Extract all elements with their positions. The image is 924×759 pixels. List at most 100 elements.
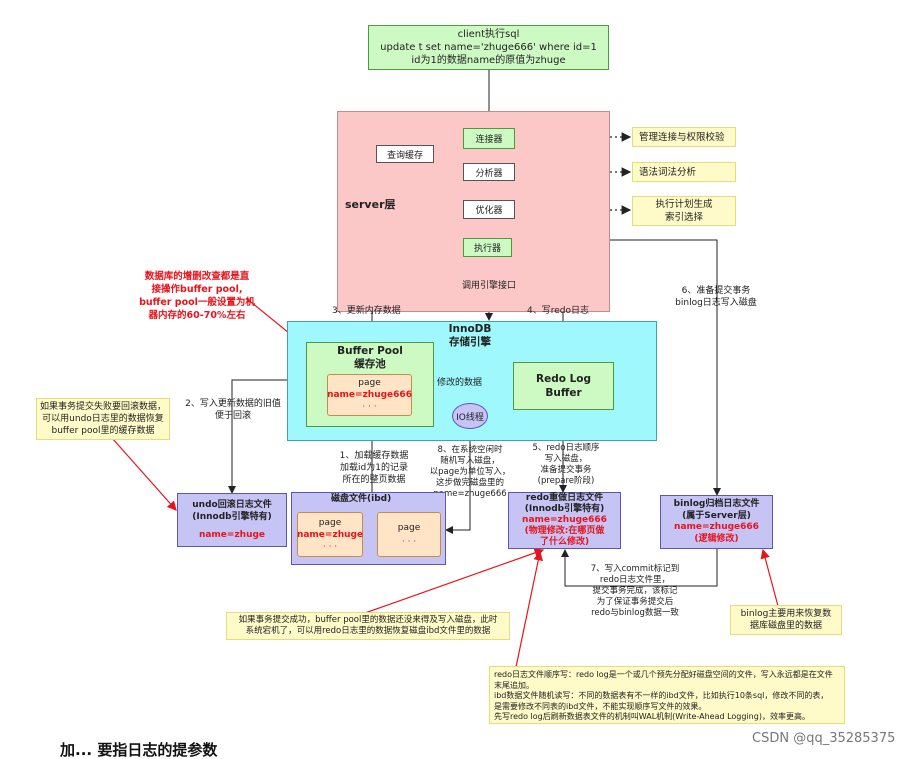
redo-order-line-3: ibd数据文件随机读写：不同的数据表有不一样的ibd文件，比如执行10条sql，… xyxy=(494,691,829,700)
step-7-line-4: 为了保证事务提交后 xyxy=(596,597,674,607)
redo-log-file: redo重做日志文件 (Innodb引擎特有) name=zhuge666 (物… xyxy=(508,492,621,549)
buffer-page-value: name=zhuge666 xyxy=(327,390,412,400)
disk-page-1-dots: · · · xyxy=(322,541,338,552)
redo-order-line-1: redo日志文件顺序写：redo log是一个或几个预先分配好磁盘空间的文件，写… xyxy=(494,670,833,679)
note-analyze: 语法词法分析 xyxy=(632,162,736,182)
step-7-label: 7、写入commit标记到 redo日志文件里， 提交事务完成，该标记 为了保证… xyxy=(580,564,690,619)
buffer-pool-annotation: 数据库的增删改查都是直 接操作buffer pool, buffer pool一… xyxy=(126,270,268,322)
step-5-line-3: 准备提交事务 xyxy=(540,465,592,475)
note-binlog-recover: binlog主要用来恢复数 据库磁盘里的数据 xyxy=(730,605,842,635)
step-6-label: 6、准备提交事务 binlog日志写入磁盘 xyxy=(660,285,772,309)
step-8-line-1: 8、在系统空闲时 xyxy=(437,445,503,455)
disk-page-2: page · · · xyxy=(377,512,441,557)
engine-api-label: 调用引擎接口 xyxy=(462,281,517,291)
undo-value: name=zhuge xyxy=(198,530,266,540)
note-optimize-line-2: 索引选择 xyxy=(664,212,703,223)
step-4-label: 4、写redo日志 xyxy=(527,306,589,316)
client-line-1: client执行sql xyxy=(457,29,520,40)
redo-note-line-2: 了什么修改) xyxy=(539,537,590,547)
binlog-value: name=zhuge666 xyxy=(674,522,759,532)
disk-page-2-dots: · · · xyxy=(401,536,417,547)
note-optimize: 执行计划生成 索引选择 xyxy=(632,196,736,226)
binlog-title-line-2: (属于Server层) xyxy=(682,510,751,521)
redo-buffer-line-1: Redo Log xyxy=(535,373,591,385)
step-2-label: 2、写入更新数据的旧值 便于回滚 xyxy=(172,398,294,422)
redo-value: name=zhuge666 xyxy=(522,515,607,525)
redo-note-line-1: (物理修改:在哪页做 xyxy=(524,526,605,536)
binlog-recover-line-2: 据库磁盘里的数据 xyxy=(749,621,822,631)
redo-recover-line-2: 系统宕机了，可以用redo日志里的数据恢复磁盘ibd文件里的数据 xyxy=(245,626,491,636)
step-7-line-5: redo与binlog数据一致 xyxy=(591,608,679,618)
server-layer-label: server层 xyxy=(345,198,396,211)
step-1-line-1: 1、加载缓存数据 xyxy=(339,451,409,461)
step-5-line-1: 5、redo日志顺序 xyxy=(532,443,600,453)
step-8-line-5: name=zhuge666 xyxy=(433,489,507,499)
step-5-line-4: (prepare阶段) xyxy=(537,476,595,486)
undo-note-line-1: 如果事务提交失败要回滚数据， xyxy=(40,402,167,412)
io-thread: IO线程 xyxy=(452,403,488,429)
modified-data-label: 修改的数据 xyxy=(436,377,484,389)
binlog-recover-line-1: binlog主要用来恢复数 xyxy=(740,609,832,619)
redo-log-buffer: Redo Log Buffer xyxy=(513,362,614,410)
disk-title: 磁盘文件(ibd) xyxy=(331,494,392,504)
step-8-line-2: 随机写入磁盘， xyxy=(440,456,500,466)
note-undo-recover: 如果事务提交失败要回滚数据， 可以用undo日志里的数据恢复 buffer po… xyxy=(36,398,170,440)
step-1-line-3: 所在的整页数据 xyxy=(342,475,406,485)
annotation-line-3: buffer pool一般设置为机 xyxy=(139,297,255,308)
step-8-line-3: 以page为单位写入， xyxy=(429,467,511,477)
binlog-title-line-1: binlog归档日志文件 xyxy=(673,499,760,509)
buffer-pool-title-line-2: 缓存池 xyxy=(354,358,386,370)
note-redo-recover: 如果事务提交成功，buffer pool里的数据还没来得及写入磁盘，此时 系统宕… xyxy=(226,612,510,640)
bottom-heading: 加... 要指日志的提参数 xyxy=(60,741,218,759)
query-cache-box: 查询缓存 xyxy=(376,145,434,163)
redo-title-line-2: (Innodb引擎特有) xyxy=(524,504,605,514)
innodb-title: InnoDB 存储引擎 xyxy=(420,323,520,349)
executor-box: 执行器 xyxy=(463,238,512,257)
step-6-line-1: 6、准备提交事务 xyxy=(681,286,751,296)
buffer-pool-title-line-1: Buffer Pool xyxy=(337,345,403,357)
annotation-line-4: 器内存的60-70%左右 xyxy=(148,310,246,321)
optimizer-box: 优化器 xyxy=(463,200,515,219)
step-7-line-2: redo日志文件里， xyxy=(599,575,671,585)
redo-order-line-4: 是需要修改不同表的ibd文件，不能实现顺序写文件的效果。 xyxy=(494,701,707,711)
redo-order-line-2: 末尾追加。 xyxy=(494,680,534,690)
redo-recover-line-1: 如果事务提交成功，buffer pool里的数据还没来得及写入磁盘，此时 xyxy=(238,615,498,625)
step-2-line-2: 便于回滚 xyxy=(214,411,251,421)
step-8-line-4: 这步做完磁盘里的 xyxy=(435,478,504,488)
watermark: CSDN @qq_35285375 xyxy=(752,731,896,746)
redo-title-line-1: redo重做日志文件 xyxy=(525,493,604,503)
disk-page-1: page name=zhuge · · · xyxy=(297,512,363,557)
step-1-label: 1、加载缓存数据 加载id为1的记录 所在的整页数据 xyxy=(330,450,418,486)
undo-log-file: undo回滚日志文件 (Innodb引擎特有) name=zhuge xyxy=(177,493,287,547)
step-1-line-2: 加载id为1的记录 xyxy=(340,463,408,473)
innodb-title-line-1: InnoDB xyxy=(448,323,492,335)
connector-box: 连接器 xyxy=(463,128,515,149)
annotation-line-2: 接操作buffer pool, xyxy=(151,284,243,295)
step-5-line-2: 写入磁盘， xyxy=(544,454,588,464)
step-8-label: 8、在系统空闲时 随机写入磁盘， 以page为单位写入， 这步做完磁盘里的 na… xyxy=(425,445,515,500)
innodb-title-line-2: 存储引擎 xyxy=(449,336,491,348)
undo-note-line-3: buffer pool里的缓存数据 xyxy=(51,426,155,436)
annotation-line-1: 数据库的增删改查都是直 xyxy=(144,271,250,282)
buffer-pool-title: Buffer Pool 缓存池 xyxy=(306,345,434,371)
buffer-pool-page: page name=zhuge666 · · · xyxy=(327,374,412,416)
step-2-line-1: 2、写入更新数据的旧值 xyxy=(185,399,281,409)
note-redo-order: redo日志文件顺序写：redo log是一个或几个预先分配好磁盘空间的文件，写… xyxy=(489,666,845,724)
disk-page-2-label: page xyxy=(397,522,421,533)
buffer-page-dots: · · · xyxy=(362,402,377,412)
analyzer-box: 分析器 xyxy=(463,163,515,181)
redo-order-line-5: 先写redo log后刷新数据表文件的机制叫WAL机制(Write-Ahead … xyxy=(494,712,810,721)
step-6-line-2: binlog日志写入磁盘 xyxy=(675,298,757,308)
step-7-line-1: 7、写入commit标记到 xyxy=(590,564,680,574)
client-sql-box: client执行sql update t set name='zhuge666'… xyxy=(368,25,609,70)
redo-buffer-line-2: Buffer xyxy=(545,387,582,399)
client-line-3: id为1的数据name的原值为zhuge xyxy=(411,55,566,66)
buffer-page-label: page xyxy=(358,378,381,388)
step-3-label: 3、更新内存数据 xyxy=(332,306,401,316)
note-optimize-line-1: 执行计划生成 xyxy=(655,199,713,210)
disk-page-1-label: page xyxy=(318,517,342,528)
step-7-line-3: 提交事务完成，该标记 xyxy=(592,586,678,596)
disk-page-1-value: name=zhuge xyxy=(296,529,364,540)
undo-note-line-2: 可以用undo日志里的数据恢复 xyxy=(42,414,164,424)
undo-title-line-1: undo回滚日志文件 xyxy=(192,500,272,510)
